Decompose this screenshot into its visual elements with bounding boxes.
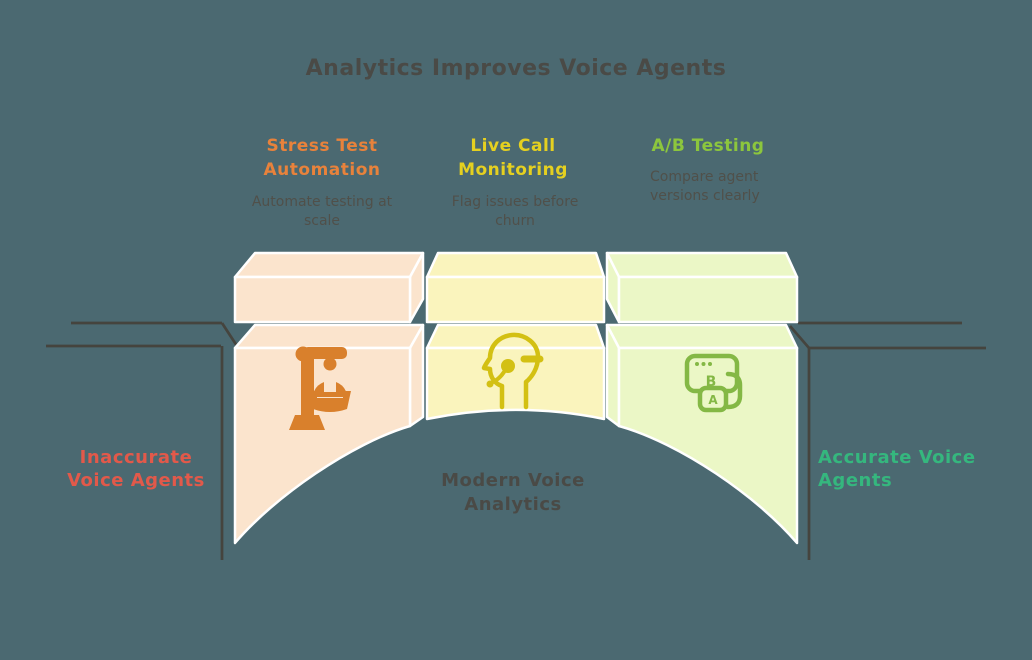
heading-line: Live Call — [470, 136, 556, 156]
stress-test-box — [233, 251, 425, 545]
ab-testing-subtitle: Compare agent versions clearly — [650, 169, 760, 204]
live-call-subtitle: Flag issues before churn — [451, 194, 579, 229]
person-head — [323, 357, 337, 371]
heading-line: Automation — [263, 160, 381, 180]
inaccurate-agents-label: Inaccurate Voice Agents — [67, 447, 205, 491]
variant-b-letter: B — [706, 374, 717, 390]
person-bowl — [309, 391, 351, 412]
robot-arm-icon — [289, 346, 351, 430]
box-top-face — [233, 323, 425, 350]
box-top-face — [233, 251, 425, 279]
handset-bracket — [725, 371, 743, 410]
accurate-agents-label: Accurate Voice Agents — [818, 447, 976, 491]
bridge-structure — [46, 321, 986, 560]
live-call-heading: Live Call Monitoring — [403, 134, 623, 182]
box-front-face — [425, 275, 606, 324]
ab-testing-box — [605, 251, 799, 545]
stress-test-subtitle: Automate testing at scale — [251, 194, 393, 229]
box-top-face — [605, 251, 799, 279]
window-dot — [695, 362, 699, 366]
deck-corner-left — [220, 322, 239, 347]
window-dot — [708, 362, 712, 366]
diagram-title: Analytics Improves Voice Agents — [305, 56, 727, 81]
mic-tip — [486, 380, 494, 388]
box-front-face — [233, 275, 412, 324]
stress-test-heading: Stress Test Automation — [212, 134, 432, 182]
live-call-monitoring-icon — [481, 332, 544, 410]
heading-line: Stress Test — [266, 136, 378, 156]
modern-voice-analytics-label: Modern Voice Analytics — [441, 470, 585, 515]
ab-testing-icon: B A — [684, 353, 743, 413]
box-top-face — [425, 251, 606, 279]
variant-a-window — [697, 385, 729, 413]
box-top-face — [605, 323, 799, 350]
box-front-face — [233, 346, 412, 545]
arm-column — [301, 358, 314, 418]
box-front-face — [617, 275, 799, 324]
window-dot — [701, 362, 706, 366]
heading-line: A/B Testing — [651, 136, 765, 156]
heading-line: Monitoring — [458, 160, 568, 180]
arm-base — [289, 415, 325, 430]
box-front-face — [617, 346, 799, 545]
arm-beam — [303, 347, 347, 359]
deck-corner-right — [788, 325, 811, 349]
ab-testing-heading: A/B Testing — [598, 134, 818, 158]
variant-a-letter: A — [708, 393, 718, 407]
box-front-face — [425, 346, 606, 421]
person-notch — [324, 380, 336, 392]
headset-earpiece — [501, 359, 515, 373]
